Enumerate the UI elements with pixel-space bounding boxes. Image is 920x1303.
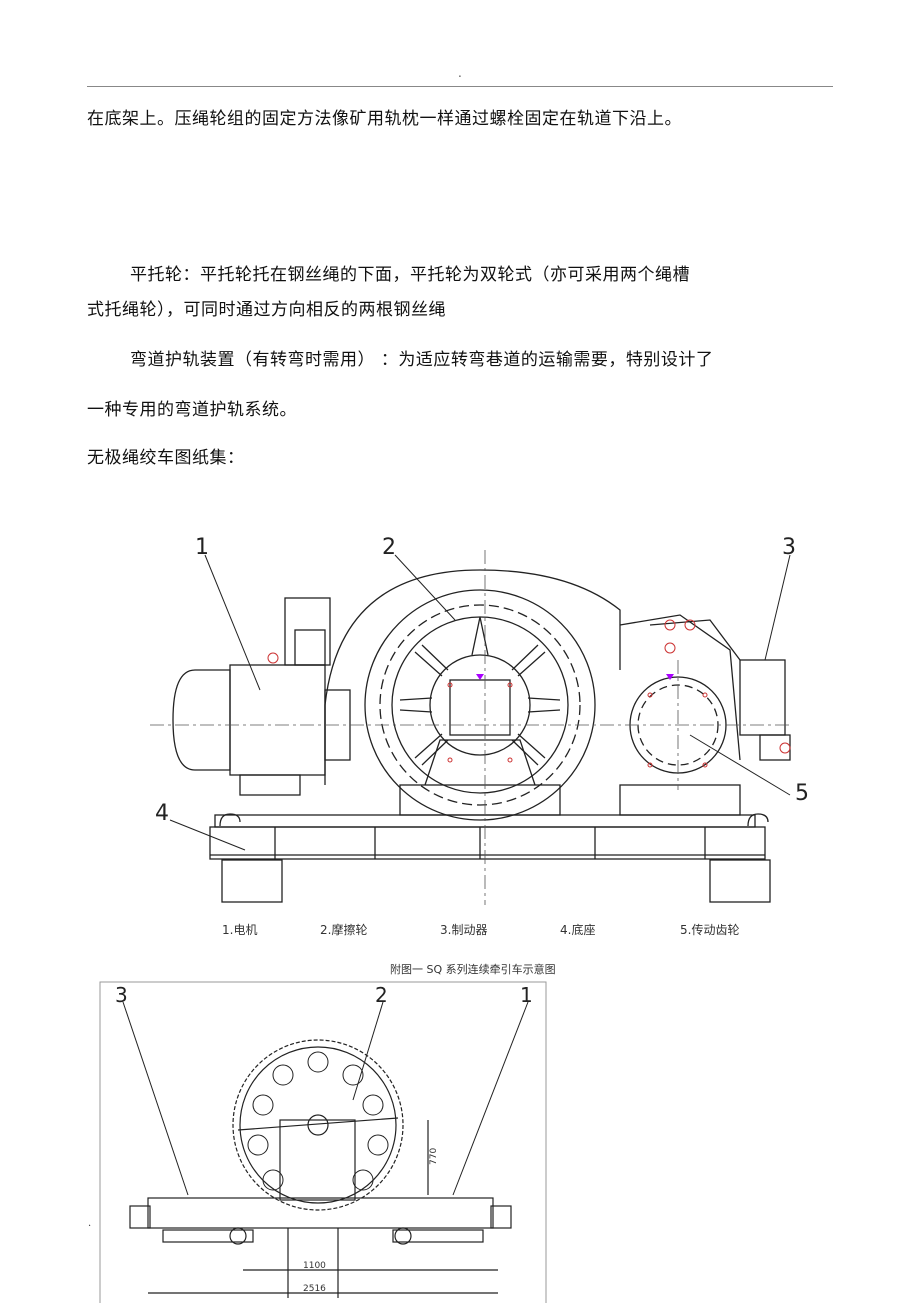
legend-transmission-gear: 5.传动齿轮 [680,922,739,937]
winch-side-view-drawing: 1 2 3 4 5 1.电机 2.摩擦轮 3.制动器 4.底座 5.传动齿轮 附… [150,535,809,976]
callout-3: 3 [115,983,128,1007]
callout-1: 1 [195,535,209,560]
legend-friction-wheel: 2.摩擦轮 [320,922,367,937]
callout-3: 3 [782,535,796,560]
winch-end-view-drawing: 3 2 1 770 1100 2516 [99,981,547,1303]
margin-mark: . [88,1218,92,1229]
dim-inner: 1100 [303,1261,326,1271]
paragraph-1: 在底架上。压绳轮组的固定方法像矿用轨枕一样通过螺栓固定在轨道下沿上。 [87,109,682,129]
callout-2: 2 [382,535,396,560]
legend-brake: 3.制动器 [440,923,487,937]
paragraph-2-line-2: 式托绳轮），可同时通过方向相反的两根钢丝绳 [87,300,446,320]
paragraph-3-line-2: 一种专用的弯道护轨系统。 [87,400,297,420]
section-heading-drawings: 无极绳绞车图纸集： [87,448,245,468]
callout-4: 4 [155,801,169,826]
header-rule [87,86,833,87]
callout-2: 2 [375,983,388,1007]
legend-motor: 1.电机 [222,923,257,937]
callout-1: 1 [520,983,533,1007]
legend-base: 4.底座 [560,922,595,937]
paragraph-2-line-1: 平托轮：平托轮托在钢丝绳的下面，平托轮为双轮式（亦可采用两个绳槽 [130,265,690,285]
dim-outer: 2516 [303,1284,326,1294]
figure-1-caption: 附图一 SQ 系列连续牵引车示意图 [390,962,556,976]
dim-height: 770 [429,1148,439,1165]
callout-5: 5 [795,781,809,806]
paragraph-3-line-1: 弯道护轨装置（有转弯时需用） ：为适应转弯巷道的运输需要，特别设计了 [130,350,714,370]
page-header-mark: . [458,66,462,80]
